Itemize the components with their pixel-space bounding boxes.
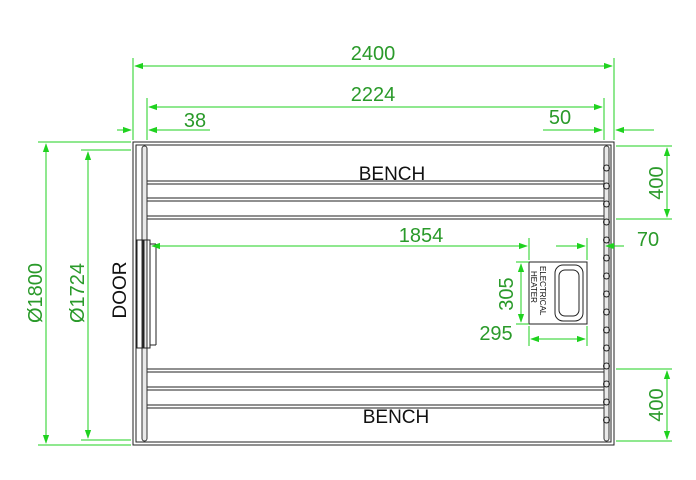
room-outline xyxy=(132,141,615,446)
dimension-2400-text: 2400 xyxy=(351,43,396,65)
dimension-400-top-text: 400 xyxy=(646,166,668,199)
bottom-bench xyxy=(147,368,604,409)
bench-label-top: BENCH xyxy=(359,164,426,185)
bench-label-bottom: BENCH xyxy=(363,407,430,428)
heater-guard-beads xyxy=(603,164,610,424)
dimension-295 xyxy=(528,326,588,346)
dimension-400-top xyxy=(616,145,672,220)
dimension-1854 xyxy=(151,238,530,260)
heater-label-line1: ELECTRICAL xyxy=(538,266,547,316)
dimension-1854-text: 1854 xyxy=(399,225,444,247)
electrical-heater xyxy=(528,261,588,325)
dimension-1724 xyxy=(81,149,131,441)
dimension-305-text: 305 xyxy=(496,277,518,310)
dimension-2224 xyxy=(146,98,605,140)
dimension-70 xyxy=(556,238,624,260)
dimension-38-text: 38 xyxy=(184,110,206,132)
right-wall-post xyxy=(603,145,610,442)
dimension-1800 xyxy=(38,141,131,446)
dimension-1800-text: Ø1800 xyxy=(25,263,47,323)
top-bench xyxy=(147,180,604,220)
dimension-1724-text: Ø1724 xyxy=(67,263,89,323)
dimension-400-bottom-text: 400 xyxy=(646,388,668,421)
dimension-400-bottom xyxy=(616,368,672,442)
dimension-305 xyxy=(516,261,529,325)
heater-label-line2: HEATER xyxy=(529,271,538,303)
dimension-70-text: 70 xyxy=(637,229,659,251)
dimension-2224-text: 2224 xyxy=(351,84,396,106)
door-label: DOOR xyxy=(110,262,131,319)
dimension-295-text: 295 xyxy=(479,323,512,345)
dimension-2400 xyxy=(132,58,615,140)
dimension-50-text: 50 xyxy=(549,107,571,129)
